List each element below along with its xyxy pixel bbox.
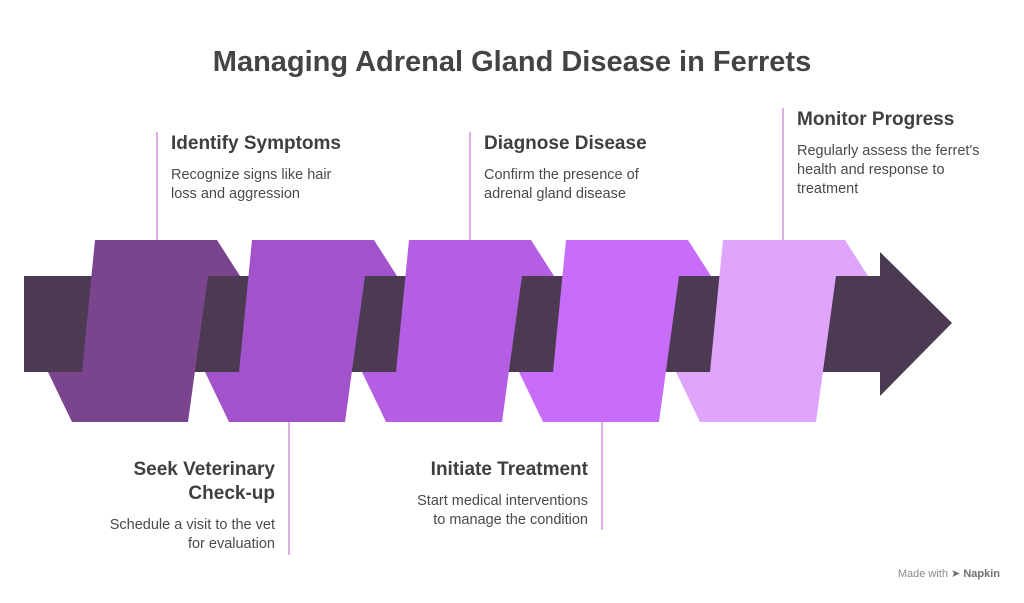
step-4-segment <box>519 240 711 422</box>
step-5-title: Monitor Progress <box>797 109 955 130</box>
step-4-description: Start medical interventions to manage th… <box>348 492 588 530</box>
step-1-title: Identify Symptoms <box>171 133 341 154</box>
step-4-desc-line-2: to manage the condition <box>433 512 588 528</box>
step-5-desc-line-1: Regularly assess the ferret's <box>797 143 980 159</box>
step-3-title: Diagnose Disease <box>484 133 647 154</box>
step-4-title: Initiate Treatment <box>430 459 588 480</box>
napkin-logo-icon: ➤ <box>951 568 961 580</box>
step-2-title: Seek Veterinary Check-up <box>35 458 275 506</box>
step-2-description: Schedule a visit to the vet for evaluati… <box>35 516 275 554</box>
step-3-segment <box>362 240 554 422</box>
step-5-segment <box>676 240 868 422</box>
step-5-label: Monitor Progress Regularly assess the fe… <box>797 108 1017 199</box>
step-1-label: Identify Symptoms Recognize signs like h… <box>171 132 411 204</box>
step-3-description: Confirm the presence of adrenal gland di… <box>484 166 724 204</box>
step-3-desc-line-2: adrenal gland disease <box>484 186 626 202</box>
step-4-desc-line-1: Start medical interventions <box>417 493 588 509</box>
step-3-label: Diagnose Disease Confirm the presence of… <box>484 132 724 204</box>
footer-brand: Napkin <box>963 568 1000 580</box>
step-5-desc-line-3: treatment <box>797 181 859 197</box>
step-2-desc-line-1: Schedule a visit to the vet <box>109 517 275 533</box>
step-2-title-line-2: Check-up <box>188 483 275 504</box>
made-with-footer: Made with ➤ Napkin <box>898 567 1000 580</box>
step-2-desc-line-2: for evaluation <box>187 536 275 552</box>
step-2-label: Seek Veterinary Check-up Schedule a visi… <box>35 458 275 554</box>
step-1-desc-line-1: Recognize signs like hair <box>171 167 332 183</box>
step-1-segment <box>48 240 240 422</box>
step-4-label: Initiate Treatment Start medical interve… <box>348 458 588 530</box>
step-5-description: Regularly assess the ferret's health and… <box>797 142 1017 199</box>
step-1-description: Recognize signs like hair loss and aggre… <box>171 166 411 204</box>
step-3-desc-line-1: Confirm the presence of <box>484 167 639 183</box>
step-1-desc-line-2: loss and aggression <box>171 186 300 202</box>
step-2-segment <box>205 240 397 422</box>
step-2-title-line-1: Seek Veterinary <box>133 459 275 480</box>
page-title: Managing Adrenal Gland Disease in Ferret… <box>212 46 812 78</box>
step-5-desc-line-2: health and response to <box>797 162 945 178</box>
footer-prefix: Made with <box>897 568 948 580</box>
